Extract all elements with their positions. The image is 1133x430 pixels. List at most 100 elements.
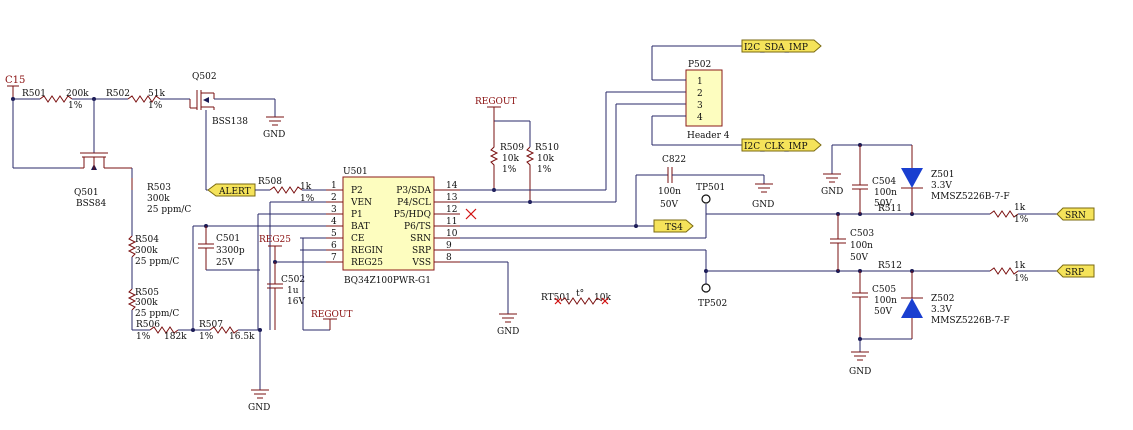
u501-pin-name: P6/TS [404, 222, 431, 232]
svg-text:300k: 300k [135, 246, 158, 256]
svg-text:50V: 50V [660, 200, 678, 210]
no-connect-pin12 [465, 208, 477, 220]
c503-capacitor: C503 100n 50V [830, 214, 874, 271]
svg-text:P502: P502 [688, 60, 711, 70]
svg-text:1u: 1u [287, 286, 299, 296]
u501-pin-name: P3/SDA [396, 186, 431, 196]
u501-pin-name: P5/HDQ [394, 210, 431, 220]
svg-text:3: 3 [697, 101, 703, 111]
r510-resistor: R510 10k 1% [525, 143, 559, 202]
svg-text:R503: R503 [147, 183, 171, 193]
r512-resistor: R512 1k 1% [878, 261, 1029, 284]
tp501-testpoint: TP501 [696, 183, 725, 204]
svg-text:GND: GND [849, 367, 871, 377]
ts4-net-flag: TS4 [653, 219, 694, 233]
svg-text:1k: 1k [1014, 261, 1026, 271]
u501-pin-number: 12 [446, 205, 457, 215]
svg-text:25 ppm/C: 25 ppm/C [135, 309, 179, 319]
svg-text:R502: R502 [106, 89, 130, 99]
svg-text:RT501: RT501 [541, 293, 571, 303]
z502-zener: Z502 3.3V MMSZ5226B-7-F [901, 271, 1010, 339]
svg-text:1%: 1% [537, 165, 552, 175]
z501-zener: Z501 Z501 3.3V MMSZ5226B-7-F [901, 145, 1010, 214]
svg-text:ALERT: ALERT [218, 187, 251, 197]
u501-pin-number: 4 [331, 217, 337, 227]
gnd-symbol-bottom-right: GND [849, 351, 871, 377]
u501-pin-number: 5 [331, 229, 337, 239]
svg-text:R505: R505 [135, 288, 159, 298]
svg-text:3300p: 3300p [216, 246, 245, 256]
gnd-symbol-q502: GND [263, 116, 285, 140]
svg-text:200k: 200k [66, 89, 89, 99]
svg-text:50V: 50V [874, 307, 892, 317]
svg-text:TP501: TP501 [696, 183, 725, 193]
u501-pin-number: 1 [331, 181, 337, 191]
u501-pin-number: 2 [331, 193, 337, 203]
svg-text:300k: 300k [135, 298, 158, 308]
u501-pin-name: REGIN [351, 246, 383, 256]
r507-resistor: R507 1% 16.5k [199, 320, 255, 342]
r502-resistor: R502 51k 1% [106, 89, 165, 111]
svg-text:10k: 10k [502, 154, 519, 164]
svg-text:TS4: TS4 [665, 223, 683, 233]
u501-pin-number: 6 [331, 241, 337, 251]
rt501-thermistor: RT501 t° 10k [541, 289, 611, 305]
svg-text:GND: GND [263, 130, 285, 140]
c504-capacitor: C504 100n 50V [852, 145, 897, 214]
r506-resistor: R506 1% 182k [136, 320, 187, 342]
u501-pin-name: VEN [350, 198, 372, 208]
svg-text:Q501: Q501 [74, 188, 99, 198]
svg-text:3.3V: 3.3V [931, 181, 952, 191]
u501-pin-name: VSS [411, 258, 431, 268]
svg-text:1%: 1% [199, 332, 214, 342]
svg-text:C822: C822 [662, 155, 686, 165]
u501-pin-number: 7 [331, 253, 337, 263]
r508-resistor: R508 1k 1% [258, 177, 315, 204]
svg-text:C504: C504 [872, 177, 896, 187]
u501-pin-name: SRN [410, 234, 431, 244]
svg-text:182k: 182k [164, 332, 187, 342]
u501-pin-name: REG25 [351, 258, 383, 268]
reg25-power-port: REG25 [259, 235, 291, 262]
svg-text:C501: C501 [216, 234, 240, 244]
svg-text:16.5k: 16.5k [229, 332, 255, 342]
svg-text:Header 4: Header 4 [687, 131, 730, 141]
svg-text:1: 1 [697, 77, 703, 87]
svg-text:R501: R501 [22, 89, 46, 99]
svg-text:100n: 100n [874, 296, 897, 306]
srn-net-flag: SRN [1056, 207, 1095, 221]
r504-resistor: R504 300k 25 ppm/C [127, 235, 179, 267]
svg-text:REGOUT: REGOUT [475, 97, 517, 107]
regout-power-port-top: REGOUT [475, 97, 517, 121]
svg-text:t°: t° [576, 289, 584, 299]
svg-text:REG25: REG25 [259, 235, 291, 245]
svg-text:25 ppm/C: 25 ppm/C [135, 257, 179, 267]
svg-text:SRN: SRN [1065, 211, 1086, 221]
svg-text:1%: 1% [68, 101, 83, 111]
tp502-testpoint: TP502 [698, 283, 727, 309]
svg-text:Z501: Z501 [931, 170, 954, 180]
regout-power-port-bottom: REGOUT [311, 310, 353, 330]
svg-text:100n: 100n [658, 187, 681, 197]
gnd-symbol-top-right: GND [821, 173, 843, 197]
svg-text:R509: R509 [500, 143, 524, 153]
svg-text:GND: GND [497, 327, 519, 337]
svg-text:10k: 10k [537, 154, 554, 164]
u501-pin-12: P5/HDQ 12 [394, 205, 460, 220]
svg-text:R507: R507 [199, 320, 223, 330]
svg-text:Q502: Q502 [192, 72, 217, 82]
clk-net-flag: I2C_CLK_IMP [741, 138, 822, 152]
svg-text:C15: C15 [5, 75, 25, 86]
r501-resistor: R501 200k 1% [22, 89, 89, 111]
svg-text:GND: GND [752, 200, 774, 210]
